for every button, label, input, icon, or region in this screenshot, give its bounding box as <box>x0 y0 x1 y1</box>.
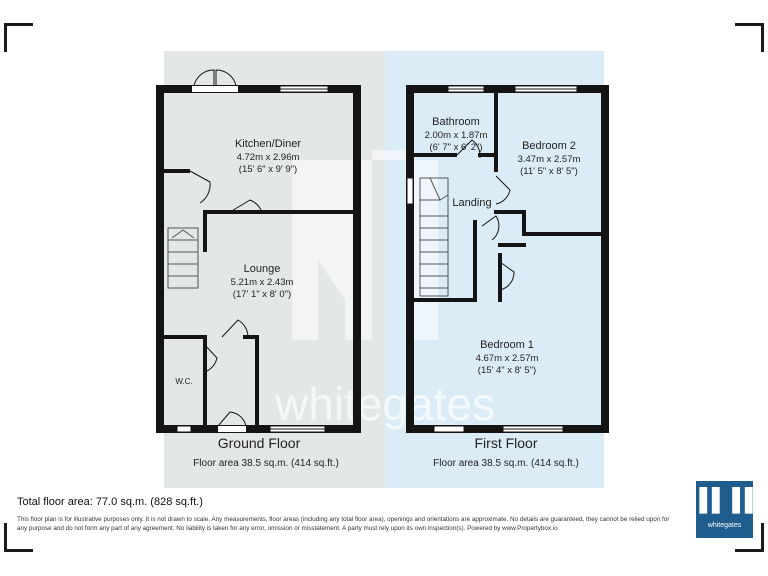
first-floor-openings <box>406 85 578 433</box>
first-floor-title: First Floor <box>475 435 538 451</box>
room-name-bathroom: Bathroom <box>432 116 480 128</box>
ground-floor-walls <box>156 85 361 433</box>
first-floor-stairs <box>419 177 449 297</box>
total-floor-area: Total floor area: 77.0 sq.m. (828 sq.ft.… <box>17 496 203 508</box>
room-imperial-lounge: (17' 1" x 8' 0") <box>233 289 291 300</box>
corner-mark-bottom-right <box>735 523 764 552</box>
room-imperial-bathroom: (6' 7" x 6' 2") <box>429 142 482 153</box>
corner-mark-top-right <box>735 23 764 52</box>
first-floor-area: Floor area 38.5 sq.m. (414 sq.ft.) <box>433 458 579 469</box>
brand-logo-text: whitegates <box>707 522 742 529</box>
room-imperial-kitchen: (15' 6" x 9' 9") <box>239 164 297 175</box>
room-metric-kitchen: 4.72m x 2.96m <box>237 152 300 163</box>
brand-logo: ▌▌▐▐ whitegates <box>696 481 753 538</box>
room-imperial-bedroom2: (11' 5" x 8' 5") <box>520 166 578 177</box>
ground-floor-area: Floor area 38.5 sq.m. (414 sq.ft.) <box>193 458 339 469</box>
room-metric-bedroom1: 4.67m x 2.57m <box>476 353 539 364</box>
corner-mark-top-left <box>4 23 33 52</box>
ground-floor-title: Ground Floor <box>218 435 301 451</box>
room-name-kitchen: Kitchen/Diner <box>235 138 301 150</box>
room-metric-bedroom2: 3.47m x 2.57m <box>518 154 581 165</box>
room-metric-bathroom: 2.00m x 1.87m <box>425 130 488 141</box>
room-metric-lounge: 5.21m x 2.43m <box>231 277 294 288</box>
watermark-text: whitegates <box>274 378 495 430</box>
room-name-bedroom1: Bedroom 1 <box>480 339 534 351</box>
corner-mark-bottom-left <box>4 523 33 552</box>
ground-floor-openings <box>176 69 329 433</box>
room-name-landing: Landing <box>452 197 491 209</box>
ground-floor-stairs <box>167 227 199 289</box>
watermark-logo <box>292 150 438 340</box>
room-imperial-bedroom1: (15' 4" x 8' 5") <box>478 365 536 376</box>
room-name-wc: W.C. <box>175 377 192 386</box>
room-name-bedroom2: Bedroom 2 <box>522 140 576 152</box>
room-name-lounge: Lounge <box>244 263 281 275</box>
brand-mark-icon: ▌▌▐▐ <box>699 487 752 512</box>
disclaimer-text: This floor plan is for illustrative purp… <box>17 516 670 532</box>
